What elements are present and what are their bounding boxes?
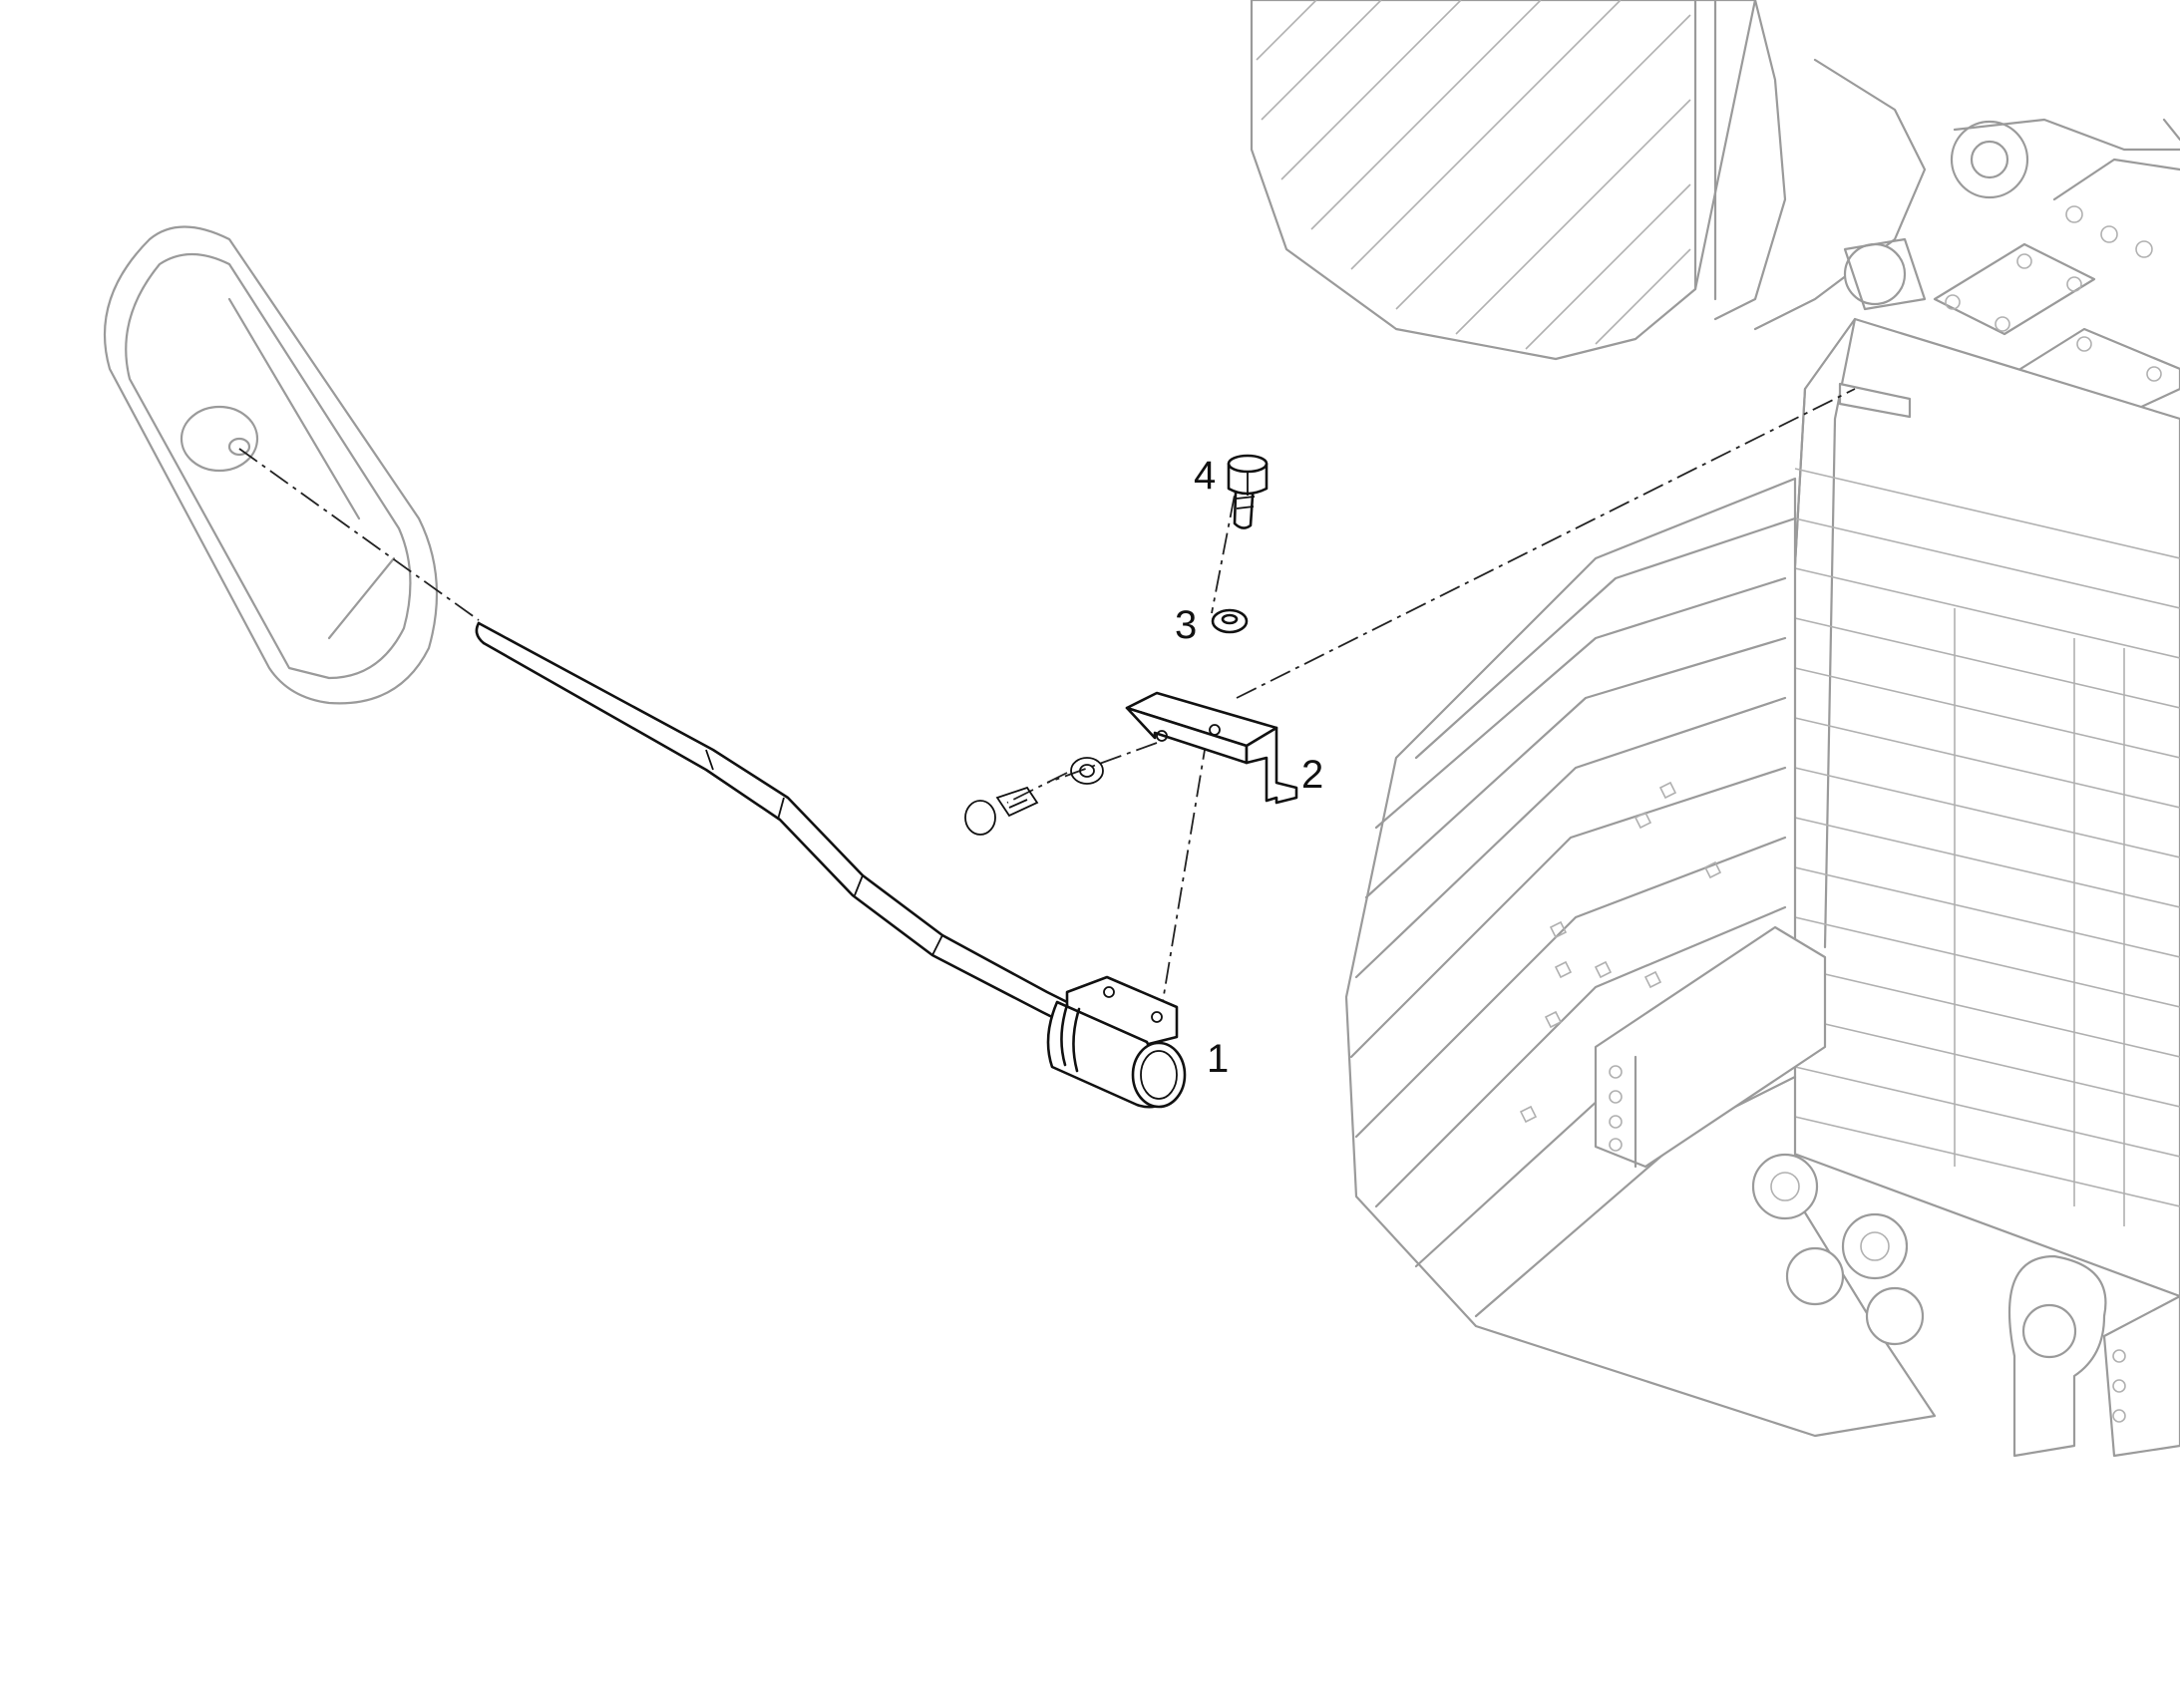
side-bolt <box>964 786 1039 836</box>
callout-2: 2 <box>1301 753 1323 797</box>
mirror-head <box>103 225 439 705</box>
lift-arm <box>1843 118 2180 311</box>
track-assembly <box>1344 477 1937 1438</box>
callout-1: 1 <box>1207 1037 1229 1081</box>
mirror-arm <box>475 621 1079 1029</box>
callout-4: 4 <box>1194 454 1216 498</box>
push-beam <box>1594 925 1827 1169</box>
side-washer <box>1070 757 1104 785</box>
part-2-bracket <box>1125 691 1298 805</box>
part-1-clamp <box>1046 975 1187 1109</box>
part-3-washer <box>1211 608 1249 634</box>
radiator-grille <box>1773 317 2180 1298</box>
callout-3: 3 <box>1175 603 1197 647</box>
assembly-lines <box>238 388 1856 1008</box>
background-machine <box>1250 0 2180 1458</box>
track-rollers <box>1751 1153 1925 1346</box>
tow-hook <box>2007 1254 2180 1458</box>
hood-panel <box>1250 0 1927 361</box>
part-4-bolt <box>1227 454 1269 529</box>
